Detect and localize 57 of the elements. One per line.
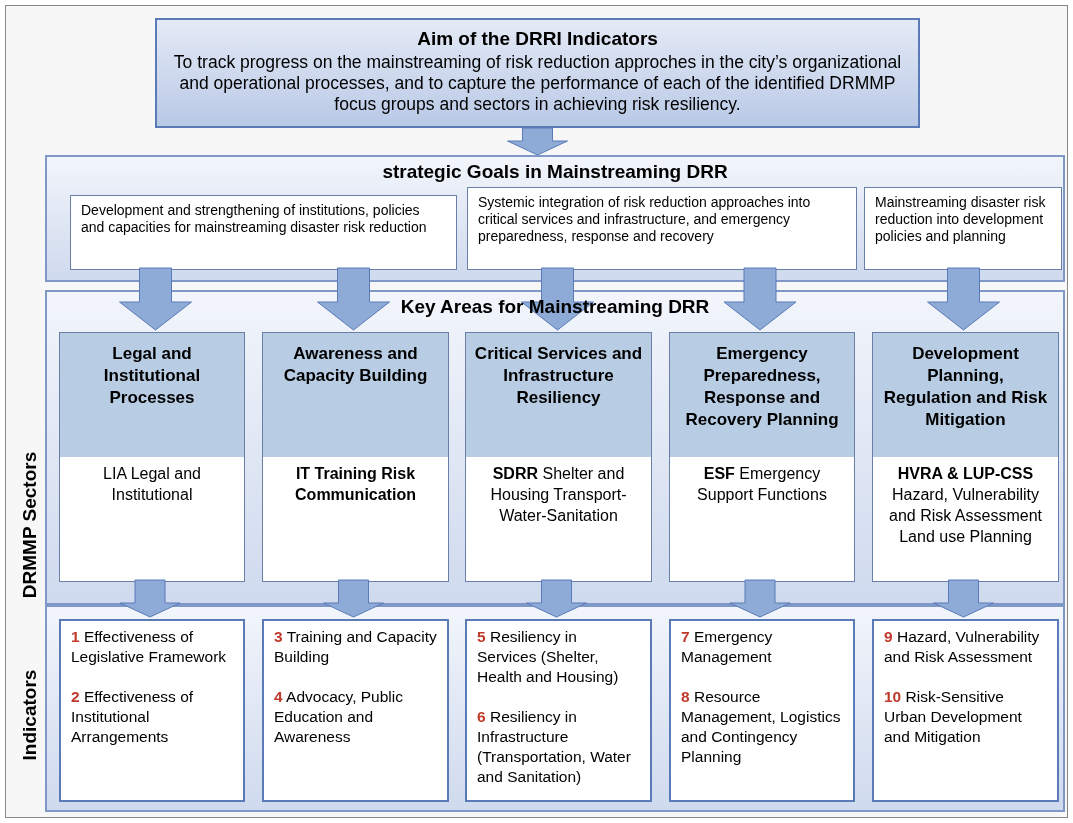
key-area-card bbox=[59, 332, 245, 582]
block-arrow bbox=[317, 267, 390, 331]
indicator-card bbox=[465, 619, 652, 802]
key-area-card bbox=[465, 332, 652, 582]
indicator-text: 6 Resiliency in Infrastructure (Transportation, Water and Sanitation) bbox=[477, 707, 632, 787]
panel-title: strategic Goals in Mainstreaming DRR bbox=[382, 161, 728, 183]
section-panel bbox=[45, 290, 1065, 605]
goal-box bbox=[467, 187, 857, 270]
key-area-card bbox=[872, 332, 1059, 582]
aim-title: Aim of the DRRI Indicators bbox=[416, 28, 659, 50]
indicator-text: 8 Resource Management, Logistics and Contingency Planning bbox=[681, 687, 842, 767]
column-heading: Emergency Preparedness, Response and Recovery Planning bbox=[670, 333, 854, 457]
indicator-text: 2 Effectiveness of Institutional Arrangements bbox=[71, 687, 195, 747]
indicator-text: 1 Effectiveness of Legislative Framework bbox=[71, 627, 228, 667]
aim-text: To track progress on the mainstreaming of risk reduction approches in the city’s organizational and operational processes, and to capture the performance of each of the identified DRMMP focus groups and sectors in achieving risk resiliency. bbox=[172, 52, 903, 115]
key-area-card bbox=[262, 332, 449, 582]
indicator-card bbox=[669, 619, 855, 802]
side-label: DRMMP Sectors bbox=[19, 451, 42, 599]
indicator-text: 3 Training and Capacity Building bbox=[274, 627, 437, 667]
block-arrow bbox=[323, 579, 384, 618]
block-arrow bbox=[507, 127, 568, 156]
block-arrow bbox=[723, 267, 797, 331]
column-body: HVRA & LUP-CSS Hazard, Vulnerability and Risk Assessment Land use Planning bbox=[888, 464, 1043, 547]
indicator-text: 5 Resiliency in Services (Shelter, Health and Housing) bbox=[477, 627, 620, 687]
block-arrow bbox=[521, 267, 594, 331]
goal-text: Mainstreaming disaster risk reduction into development policies and planning bbox=[875, 194, 1047, 245]
key-area-card bbox=[669, 332, 855, 582]
column-body: LIA Legal and Institutional bbox=[102, 464, 202, 505]
column-heading: Legal and Institutional Processes bbox=[60, 333, 244, 457]
block-arrow bbox=[927, 267, 1000, 331]
section-panel bbox=[45, 605, 1065, 812]
goal-text: Development and strengthening of institutions, policies and capacities for mainstreaming disaster risk reduction bbox=[81, 202, 428, 236]
panel-title: Key Areas for Mainstreaming DRR bbox=[400, 296, 710, 318]
column-body: IT Training Risk Communication bbox=[294, 464, 417, 505]
indicator-text: 7 Emergency Management bbox=[681, 627, 774, 667]
side-label: Indicators bbox=[18, 669, 41, 761]
indicator-text: 10 Risk-Sensitive Urban Development and Mitigation bbox=[884, 687, 1023, 747]
goal-text: Systemic integration of risk reduction approaches into critical services and infrastructure, and emergency preparedness, response and recovery bbox=[478, 194, 812, 245]
aim-box bbox=[155, 18, 920, 128]
indicator-card bbox=[262, 619, 449, 802]
goal-box bbox=[864, 187, 1062, 270]
block-arrow bbox=[729, 579, 791, 618]
indicator-card bbox=[59, 619, 245, 802]
column-body: SDRR Shelter and Housing Transport-Water-Sanitation bbox=[489, 464, 628, 526]
column-heading: Awareness and Capacity Building bbox=[263, 333, 448, 457]
column-heading: Development Planning, Regulation and Risk Mitigation bbox=[873, 333, 1058, 457]
section-panel bbox=[45, 155, 1065, 282]
indicator-text: 9 Hazard, Vulnerability and Risk Assessment bbox=[884, 627, 1041, 667]
column-heading: Critical Services and Infrastructure Resiliency bbox=[466, 333, 651, 457]
block-arrow bbox=[119, 579, 181, 618]
column-body: ESF Emergency Support Functions bbox=[696, 464, 828, 505]
goal-box bbox=[70, 195, 457, 270]
block-arrow bbox=[933, 579, 994, 618]
block-arrow bbox=[526, 579, 587, 618]
indicator-text: 4 Advocacy, Public Education and Awareness bbox=[274, 687, 404, 747]
indicator-card bbox=[872, 619, 1059, 802]
block-arrow bbox=[119, 267, 192, 331]
